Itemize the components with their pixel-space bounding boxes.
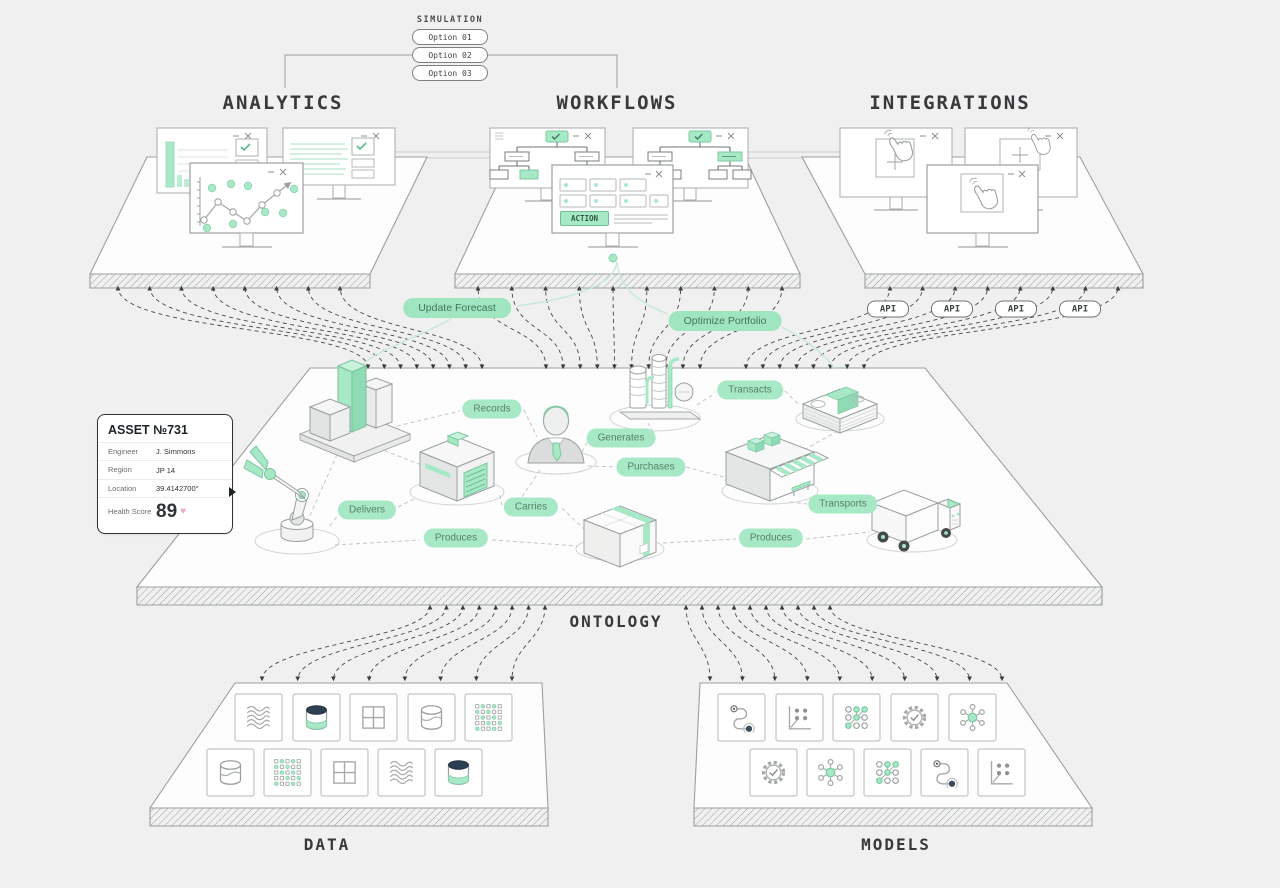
integrations-title: INTEGRATIONS <box>869 92 1031 114</box>
data-tile-database <box>206 748 255 797</box>
heart-icon: ♥ <box>180 506 187 518</box>
models-tile-scatter-plot <box>977 748 1026 797</box>
models-tile-pipeline-route <box>920 748 969 797</box>
tray-tiles <box>206 693 1026 797</box>
relationship-purchases[interactable]: Purchases <box>616 457 686 477</box>
relationship-carries[interactable]: Carries <box>503 497 559 517</box>
asset-row-location: Location 39.4142700° <box>98 478 232 497</box>
models-tile-pipeline-route <box>717 693 766 742</box>
package-box-icon <box>582 505 658 568</box>
relationship-produces-right[interactable]: Produces <box>738 528 804 548</box>
asset-row-health-score: Health Score 89 ♥ <box>98 497 232 533</box>
relationship-transports[interactable]: Transports <box>808 494 878 514</box>
relationship-records[interactable]: Records <box>462 399 522 419</box>
window-controls[interactable] <box>920 132 939 140</box>
data-tile-dot-matrix <box>263 748 312 797</box>
simulation-option-1[interactable]: Option 01 <box>412 29 488 45</box>
simulation-option-2[interactable]: Option 02 <box>412 47 488 63</box>
action-pill-update-forecast[interactable]: Update Forecast <box>403 298 511 318</box>
simulation-label: SIMULATION <box>416 15 484 25</box>
relationship-produces-left[interactable]: Produces <box>423 528 489 548</box>
models-tile-hub-network <box>948 693 997 742</box>
relationship-generates[interactable]: Generates <box>586 428 656 448</box>
window-controls[interactable] <box>1008 170 1026 178</box>
storefront-icon <box>724 431 830 502</box>
refinery-icon <box>618 354 702 420</box>
database-accent-icon <box>447 760 470 785</box>
window-controls[interactable] <box>573 132 592 140</box>
data-tile-table-grid <box>320 748 369 797</box>
workflow-action-button[interactable]: ACTION <box>560 211 609 226</box>
models-tile-neural-net <box>863 748 912 797</box>
analytics-monitor-scatter-line <box>189 162 304 248</box>
workflows-monitor-tree-right <box>632 127 752 202</box>
analytics-monitor-report <box>282 127 396 200</box>
tray-bridge-rails <box>395 151 840 159</box>
analytics-title: ANALYTICS <box>222 92 344 114</box>
plus-icon <box>887 154 903 170</box>
relationship-delivers[interactable]: Delivers <box>337 500 397 520</box>
data-title: DATA <box>303 835 351 854</box>
data-tile-database <box>407 693 456 742</box>
window-controls[interactable] <box>716 132 735 140</box>
api-pill-4[interactable]: API <box>1059 300 1101 318</box>
ontology-platform <box>135 367 1104 606</box>
cash-stack-icon <box>801 386 879 434</box>
neural-net-icon <box>845 706 868 729</box>
data-tile-database-accent <box>292 693 341 742</box>
workflow-action-links <box>356 261 835 392</box>
plus-icon <box>1012 147 1028 163</box>
asset-detail-card[interactable]: ASSET №731 Engineer J. Simmons Region JP… <box>97 414 233 535</box>
office-building-chart-icon <box>298 359 412 463</box>
delivery-truck-icon <box>870 489 962 552</box>
data-tile-dot-matrix <box>464 693 513 742</box>
data-flow-lines <box>115 285 1121 682</box>
window-controls[interactable] <box>1045 132 1064 140</box>
window-controls[interactable] <box>645 170 663 178</box>
models-tile-scatter-plot <box>775 693 824 742</box>
robot-arm-icon <box>243 445 314 542</box>
api-pill-3[interactable]: API <box>995 300 1037 318</box>
models-tile-hub-network <box>806 748 855 797</box>
workflow-output-node <box>608 253 618 263</box>
data-tile-table-grid <box>349 693 398 742</box>
models-title: MODELS <box>861 835 931 854</box>
factory-icon <box>418 431 496 502</box>
models-tile-neural-net <box>832 693 881 742</box>
models-tile-gear-check <box>890 693 939 742</box>
database-icon <box>219 760 242 785</box>
asset-row-region: Region JP 14 <box>98 460 232 478</box>
data-tile-text-doc <box>377 748 426 797</box>
employee-icon <box>527 405 585 464</box>
workflows-title: WORKFLOWS <box>556 92 678 114</box>
hamburger-icon <box>495 132 503 140</box>
database-icon <box>420 705 443 730</box>
relationship-transacts[interactable]: Transacts <box>717 380 783 400</box>
models-tile-gear-check <box>749 748 798 797</box>
action-pill-optimize-portfolio[interactable]: Optimize Portfolio <box>668 311 782 331</box>
database-accent-icon <box>305 705 328 730</box>
window-controls[interactable] <box>268 168 287 176</box>
simulation-connector-lines <box>284 54 618 88</box>
window-controls[interactable] <box>233 132 252 140</box>
api-pill-2[interactable]: API <box>931 300 973 318</box>
data-tile-database-accent <box>434 748 483 797</box>
simulation-option-3[interactable]: Option 03 <box>412 65 488 81</box>
asset-card-pointer <box>229 487 236 497</box>
ontology-title: ONTOLOGY <box>569 612 663 631</box>
api-pill-1[interactable]: API <box>867 300 909 318</box>
asset-card-title: ASSET №731 <box>108 423 188 437</box>
neural-net-icon <box>876 761 899 784</box>
asset-row-engineer: Engineer J. Simmons <box>98 442 232 460</box>
data-tile-text-doc <box>234 693 283 742</box>
integrations-monitor-front <box>926 164 1039 248</box>
